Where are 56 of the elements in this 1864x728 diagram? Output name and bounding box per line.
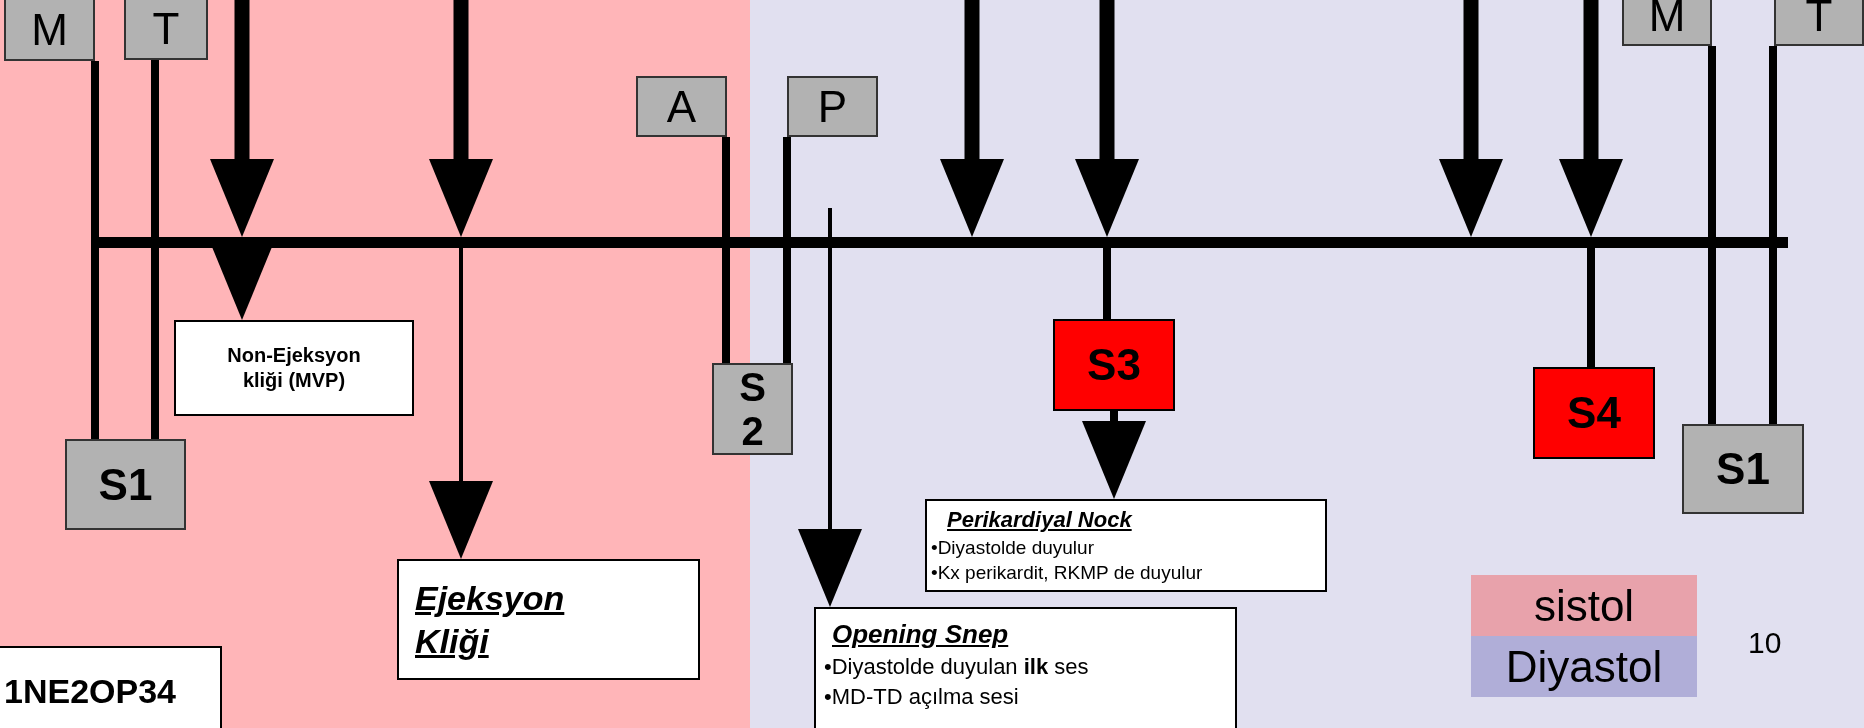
connector-line bbox=[783, 137, 791, 363]
connector-line bbox=[1708, 46, 1716, 424]
connector-line bbox=[1769, 46, 1777, 424]
node-label: Non-Ejeksyon kliği (MVP) bbox=[226, 343, 362, 393]
bullet-text: •MD-TD açılma sesi bbox=[824, 682, 1020, 711]
arrow bbox=[798, 208, 862, 607]
valve-label-box bbox=[124, 0, 208, 60]
note-box bbox=[814, 607, 1237, 728]
node-label: T bbox=[152, 7, 180, 51]
valve-label-box bbox=[1622, 0, 1712, 46]
node-label: M bbox=[31, 7, 68, 52]
heading-text: Opening Snep bbox=[831, 618, 1010, 651]
arrow bbox=[429, 0, 493, 237]
valve-label-box bbox=[636, 76, 727, 137]
bullet-text: •Diyastolde duyulur bbox=[931, 535, 1095, 560]
node-label: P bbox=[817, 84, 848, 129]
arrow bbox=[1439, 0, 1503, 237]
heading-text: Ejeksyon Kliği bbox=[415, 578, 566, 662]
page-number: 10 bbox=[1748, 625, 1782, 661]
valve-label-box bbox=[787, 76, 878, 137]
connector-line bbox=[722, 137, 730, 363]
valve-label-box bbox=[1774, 0, 1864, 46]
arrow bbox=[210, 0, 274, 237]
node-label: S4 bbox=[1567, 387, 1621, 439]
sound-box bbox=[1053, 319, 1175, 411]
node-label: S1 bbox=[1716, 443, 1770, 495]
heading-text: Perikardiyal Nock bbox=[946, 506, 1134, 534]
node-label: A bbox=[666, 84, 697, 129]
node-label: S1 bbox=[98, 458, 153, 511]
sound-box bbox=[1533, 367, 1655, 459]
connector-line bbox=[151, 60, 159, 439]
legend-label: Diyastol bbox=[1505, 644, 1663, 689]
connector-line bbox=[1103, 248, 1111, 319]
sound-box bbox=[65, 439, 186, 530]
note-box bbox=[174, 320, 414, 416]
bullet-text: •Diyastolde duyulan ilk ses bbox=[824, 653, 1090, 682]
arrow bbox=[1559, 0, 1623, 237]
note-box bbox=[397, 559, 700, 680]
sound-box bbox=[1682, 424, 1804, 514]
arrow bbox=[940, 0, 1004, 237]
node-label: S3 bbox=[1087, 339, 1141, 391]
arrow bbox=[1082, 411, 1146, 499]
connector-line bbox=[1587, 248, 1595, 367]
sound-label: S2 bbox=[738, 365, 767, 453]
node-label: T bbox=[1805, 0, 1833, 38]
valve-label-box bbox=[4, 0, 95, 61]
node-label: 1NE2OP34 bbox=[4, 670, 176, 712]
sound-box bbox=[712, 363, 793, 455]
arrow bbox=[1075, 0, 1139, 237]
bullet-text: •Kx perikardit, RKMP de duyulur bbox=[931, 561, 1204, 586]
node-label: M bbox=[1648, 0, 1686, 38]
note-box bbox=[925, 499, 1327, 592]
legend-label: sistol bbox=[1533, 583, 1635, 628]
connector-line bbox=[91, 61, 99, 439]
code-box bbox=[0, 646, 222, 728]
arrow bbox=[429, 248, 493, 559]
